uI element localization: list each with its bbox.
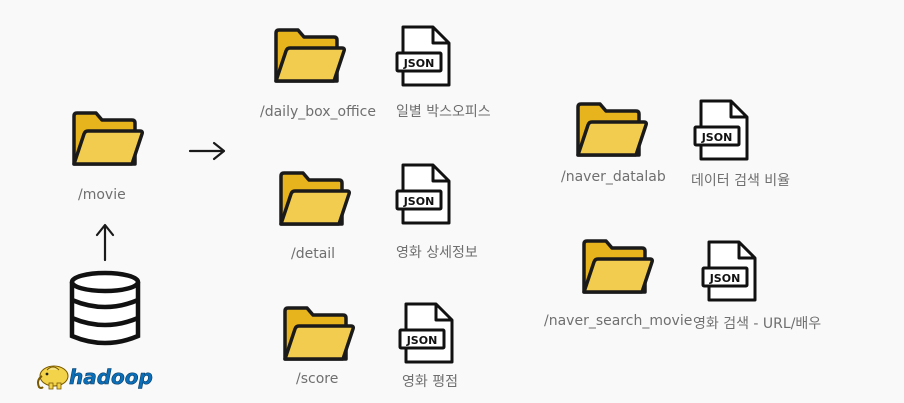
folder-label-movie: /movie: [78, 187, 126, 203]
json-file-icon-naver-datalab[interactable]: JSON: [693, 99, 755, 161]
folder-icon-detail[interactable]: [277, 170, 351, 230]
arrow-right-icon: [188, 140, 228, 162]
json-file-icon-detail[interactable]: JSON: [395, 163, 457, 225]
json-file-icon-naver-search-movie[interactable]: JSON: [701, 240, 763, 302]
folder-icon-naver-search-movie[interactable]: [580, 238, 654, 298]
file-label-naver-search-movie: 영화 검색 - URL/배우: [693, 316, 822, 332]
svg-text:JSON: JSON: [403, 195, 435, 208]
hadoop-logo-text: hadoop: [69, 365, 153, 389]
file-label-naver-datalab: 데이터 검색 비율: [691, 173, 791, 189]
svg-text:JSON: JSON: [403, 57, 435, 70]
json-file-icon-score[interactable]: JSON: [398, 302, 460, 364]
database-icon: [68, 270, 142, 348]
arrow-up-icon: [94, 222, 116, 262]
hadoop-logo: hadoop: [35, 360, 170, 392]
svg-text:JSON: JSON: [709, 272, 741, 285]
folder-label-daily-box-office: /daily_box_office: [260, 104, 376, 120]
file-label-daily-box-office: 일별 박스오피스: [396, 104, 491, 120]
svg-text:JSON: JSON: [406, 334, 438, 347]
folder-icon-naver-datalab[interactable]: [574, 101, 648, 161]
folder-icon-movie[interactable]: [70, 110, 144, 170]
folder-label-naver-datalab: /naver_datalab: [561, 169, 666, 185]
svg-text:JSON: JSON: [701, 131, 733, 144]
elephant-icon: [37, 365, 69, 390]
folder-label-naver-search-movie: /naver_search_movie: [544, 313, 693, 329]
file-label-score: 영화 평점: [402, 374, 458, 390]
folder-icon-score[interactable]: [281, 305, 355, 365]
folder-label-score: /score: [296, 371, 339, 387]
file-label-detail: 영화 상세정보: [396, 245, 478, 261]
folder-label-detail: /detail: [291, 246, 336, 262]
folder-icon-daily-box-office[interactable]: [272, 27, 346, 87]
json-file-icon-daily-box-office[interactable]: JSON: [395, 25, 457, 87]
